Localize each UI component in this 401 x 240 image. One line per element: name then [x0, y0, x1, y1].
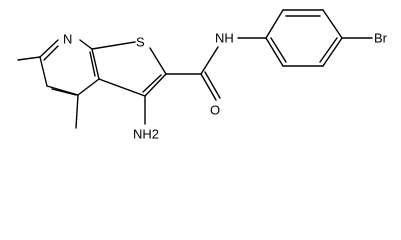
bond	[51, 88, 77, 96]
atom-label-bromine: Br	[374, 31, 388, 46]
bond	[270, 37, 287, 63]
bond	[75, 94, 79, 129]
bond	[77, 78, 100, 96]
bond	[144, 73, 167, 97]
bond	[322, 37, 343, 67]
bond	[204, 71, 221, 99]
bond	[91, 41, 136, 50]
bond	[17, 56, 41, 61]
bond	[91, 48, 100, 80]
bond	[89, 51, 96, 77]
bond	[322, 9, 343, 39]
bond	[98, 78, 146, 97]
atom-label-thiophene-sulfur: S	[136, 35, 145, 50]
bond	[142, 74, 162, 93]
bond	[149, 47, 167, 75]
bond	[319, 37, 338, 63]
bond	[265, 37, 284, 67]
bond	[79, 39, 93, 50]
atom-label-pyridine-nitrogen: N	[63, 32, 72, 47]
bond	[265, 9, 284, 39]
atom-label-carbonyl-oxygen: O	[210, 103, 220, 118]
bond	[43, 45, 59, 61]
atom-label-amino-group: NH2	[133, 127, 159, 142]
bond	[200, 46, 219, 75]
molecule-structure: N S NH O NH2 Br	[17, 9, 388, 142]
bond	[200, 73, 217, 101]
bond	[39, 39, 59, 58]
bond	[39, 56, 48, 87]
atom-labels: N S NH O NH2 Br	[63, 31, 388, 142]
atom-label-amide-nitrogen: NH	[215, 31, 234, 46]
bond-lines	[17, 9, 373, 129]
